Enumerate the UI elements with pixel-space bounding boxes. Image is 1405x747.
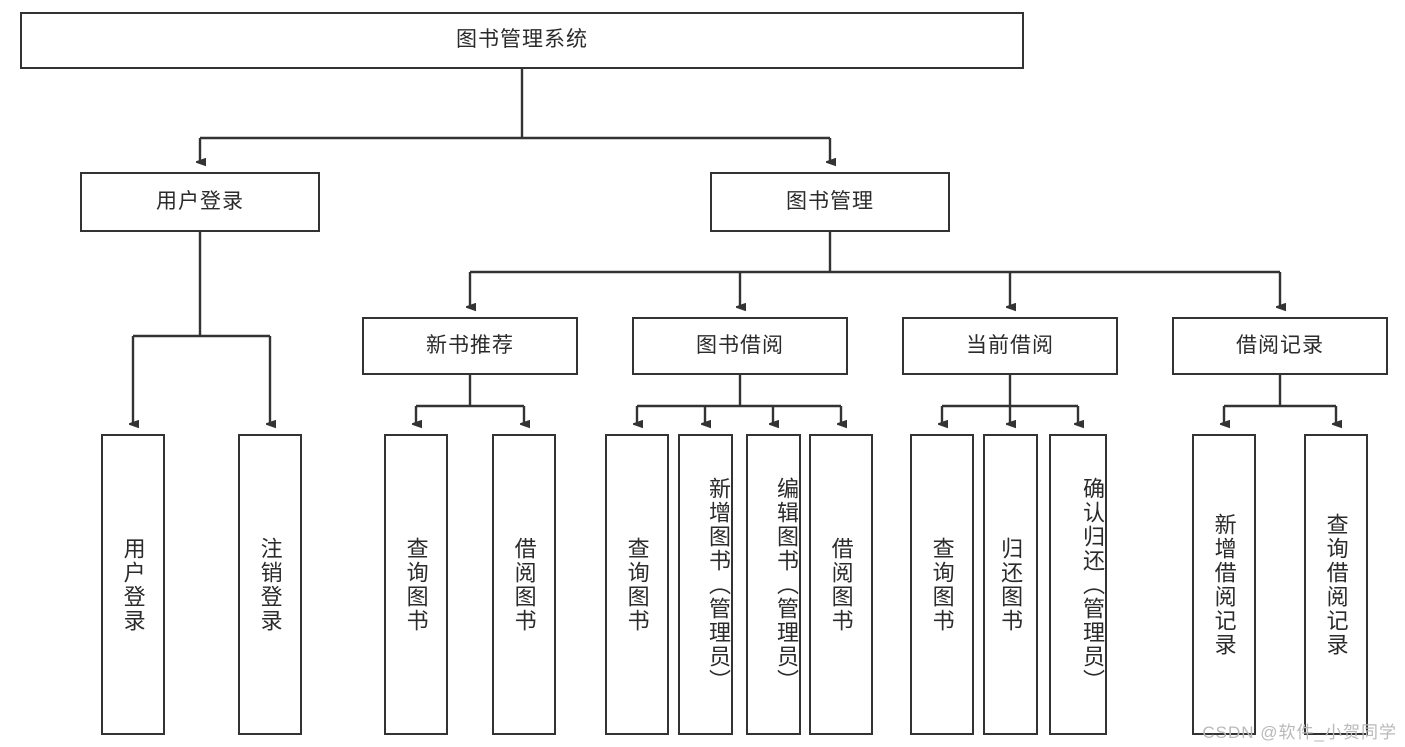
leaf-current-confirm-return-admin[interactable]: 确认归还（管理员） [1049,434,1107,735]
leaf-borrow-borrow-book[interactable]: 借阅图书 [809,434,873,735]
leaf-borrow-query-book[interactable]: 查询图书 [605,434,669,735]
leaf-user-login-signin[interactable]: 用户登录 [101,434,165,735]
leaf-record-query-record[interactable]: 查询借阅记录 [1304,434,1368,735]
leaf-recommend-query-book[interactable]: 查询图书 [384,434,448,735]
leaf-recommend-borrow-book[interactable]: 借阅图书 [492,434,556,735]
node-borrow-record[interactable]: 借阅记录 [1172,317,1388,375]
leaf-user-login-signout[interactable]: 注销登录 [238,434,302,735]
node-current-borrow[interactable]: 当前借阅 [902,317,1118,375]
leaf-borrow-add-book-admin[interactable]: 新增图书（管理员） [678,434,733,735]
node-new-book-recommend[interactable]: 新书推荐 [362,317,578,375]
leaf-borrow-edit-book-admin[interactable]: 编辑图书（管理员） [746,434,801,735]
node-book-borrow[interactable]: 图书借阅 [632,317,848,375]
node-user-login[interactable]: 用户登录 [80,172,320,232]
leaf-record-add-record[interactable]: 新增借阅记录 [1192,434,1256,735]
node-book-management[interactable]: 图书管理 [710,172,950,232]
leaf-current-return-book[interactable]: 归还图书 [983,434,1038,735]
watermark-text: CSDN @软件_小贺同学 [1202,723,1397,742]
node-root-system[interactable]: 图书管理系统 [20,12,1024,69]
leaf-current-query-book[interactable]: 查询图书 [910,434,974,735]
